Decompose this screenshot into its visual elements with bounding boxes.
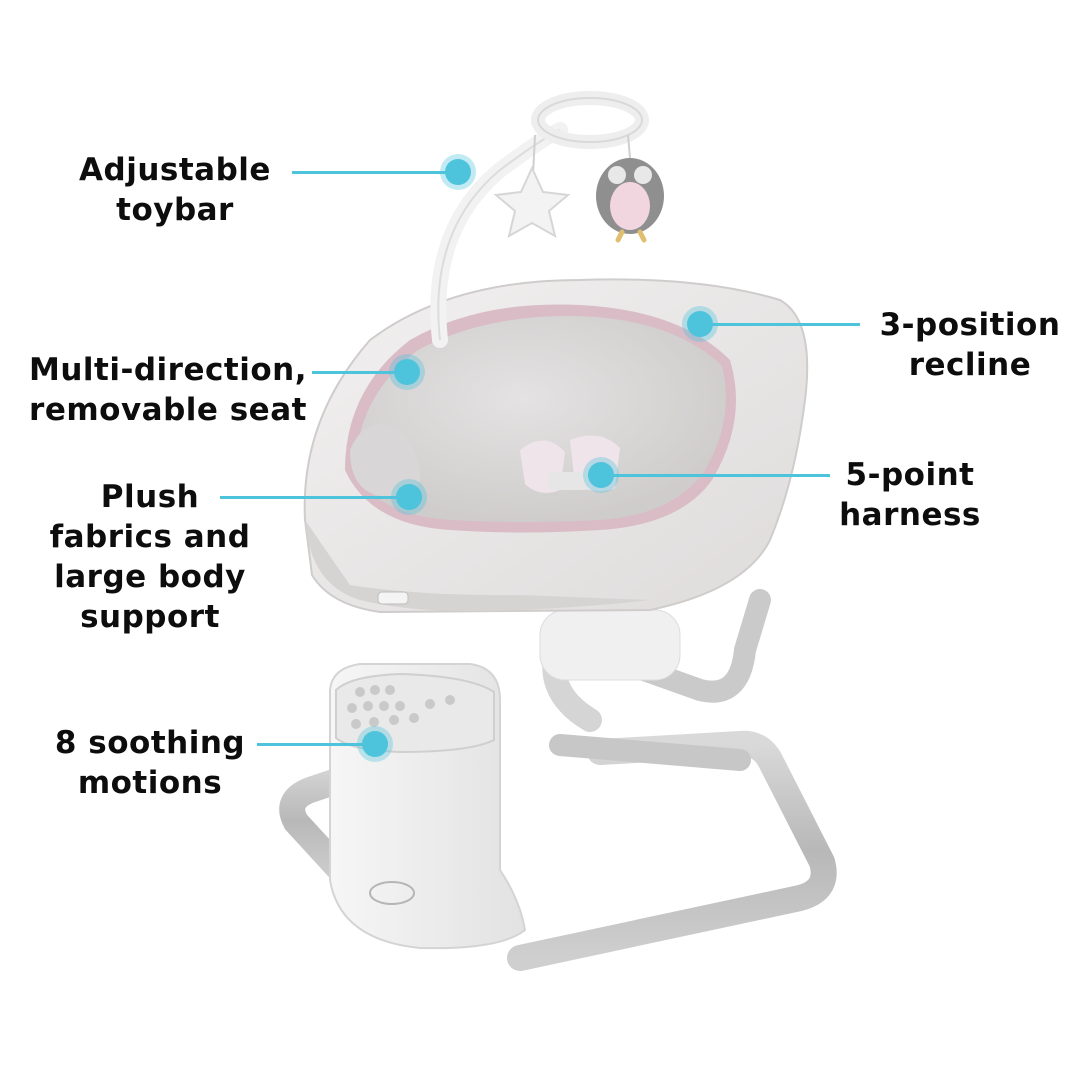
fabrics-callout-dot <box>396 484 422 510</box>
motions-callout-line <box>257 743 375 746</box>
toybar-callout-dot <box>445 159 471 185</box>
harness-callout-line <box>600 474 830 477</box>
toybar <box>430 91 664 348</box>
toybar-label: Adjustable toybar <box>79 152 271 228</box>
recline-callout-dot <box>687 311 713 337</box>
harness-callout-dot <box>588 462 614 488</box>
control-buttons <box>347 685 455 729</box>
harness-label: 5-point harness <box>839 457 981 533</box>
motions-label: 8 soothing motions <box>54 725 246 801</box>
seat-callout-line <box>312 371 407 374</box>
motions-callout-dot <box>362 731 388 757</box>
seat-callout-dot <box>394 359 420 385</box>
seat <box>303 278 809 614</box>
fabrics-callout-line <box>220 496 410 499</box>
fabrics-label: Plush fabrics and large body support <box>49 479 251 635</box>
brand-logo <box>369 881 415 905</box>
owl-toy-icon <box>596 158 664 243</box>
seat-label: Multi-direction, removable seat <box>29 352 307 428</box>
recline-label: 3-position recline <box>879 307 1061 383</box>
toybar-callout-line <box>292 171 452 174</box>
motor-base <box>329 663 527 950</box>
recline-callout-line <box>700 323 860 326</box>
star-toy-icon <box>493 165 571 239</box>
